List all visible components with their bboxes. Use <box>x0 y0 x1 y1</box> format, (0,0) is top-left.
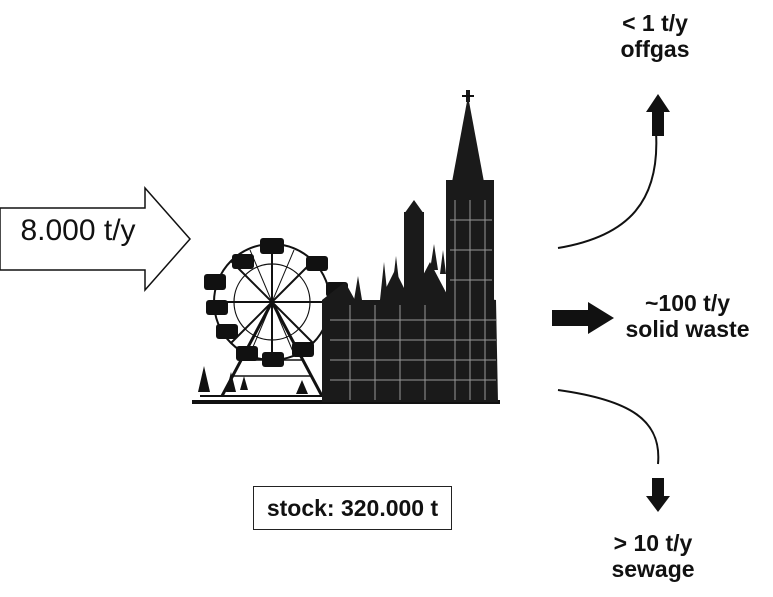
offgas-arrow <box>557 131 658 249</box>
offgas-amount: < 1 t/y <box>622 10 688 36</box>
sewage-arrowhead <box>646 478 670 512</box>
sewage-name: sewage <box>611 556 695 583</box>
tree-icons <box>198 366 308 394</box>
sewage-arrow <box>557 389 660 465</box>
cathedral-windows <box>330 200 496 400</box>
sewage-output-label: > 10 t/y sewage <box>598 530 708 583</box>
stock-box: stock: 320.000 t <box>253 486 452 530</box>
offgas-output-label: < 1 t/y offgas <box>600 10 710 63</box>
input-arrow <box>0 186 192 292</box>
sewage-amount: > 10 t/y <box>613 530 693 556</box>
solid-waste-name: solid waste <box>625 316 750 343</box>
offgas-arrowhead <box>646 94 670 136</box>
input-flow-label: 8.000 t/y <box>20 214 136 247</box>
solid-waste-arrow <box>552 302 614 334</box>
city-illustration <box>192 90 500 404</box>
solid-waste-output-label: ~100 t/y solid waste <box>605 290 770 343</box>
offgas-name: offgas <box>620 36 690 63</box>
solid-waste-amount: ~100 t/y <box>644 290 731 316</box>
cathedral <box>322 90 498 402</box>
